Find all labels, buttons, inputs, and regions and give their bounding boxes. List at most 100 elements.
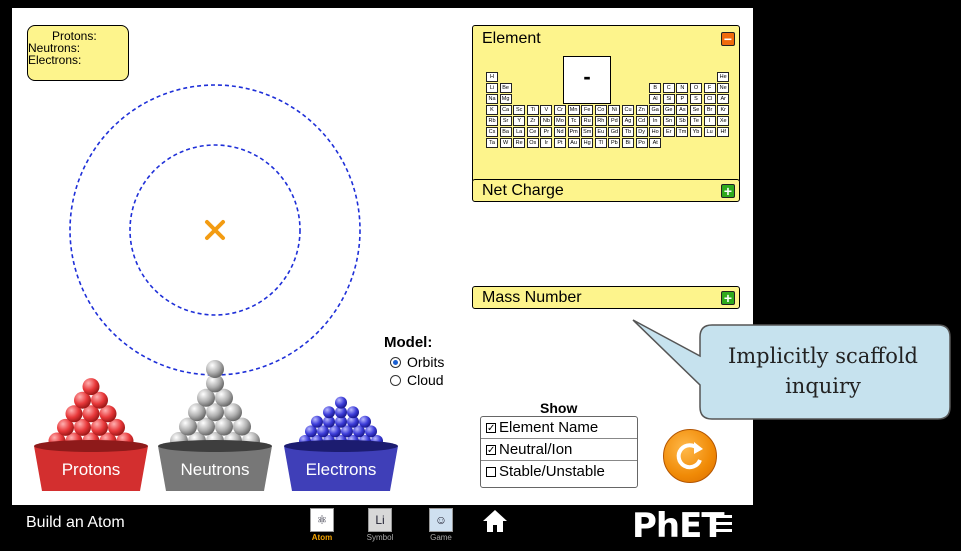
element-cell: Pd (608, 116, 621, 126)
electron-bucket (284, 446, 398, 491)
net-charge-panel[interactable]: Net Charge + (472, 179, 740, 202)
model-option-cloud[interactable]: Cloud (384, 371, 444, 389)
collapse-minus-icon[interactable]: − (721, 32, 735, 46)
element-cell: Fe (581, 105, 594, 115)
game-tab-icon: ☺ (429, 508, 453, 532)
element-cell: N (676, 83, 689, 93)
element-cell: Rb (486, 116, 498, 126)
show-label: Show (540, 400, 578, 416)
particle-ball (311, 415, 323, 428)
neutron-bucket (158, 446, 272, 491)
element-cell: Sm (581, 127, 594, 137)
element-cell: Ag (622, 116, 634, 126)
proton-bucket (34, 446, 148, 491)
element-cell: Ca (499, 105, 512, 115)
expand-plus-icon[interactable]: + (721, 184, 735, 198)
element-cell: Sr (499, 116, 512, 126)
element-cell: Ga (649, 105, 662, 115)
expand-plus-icon[interactable]: + (721, 291, 735, 305)
atom-tab-icon: ⚛ (310, 508, 334, 532)
show-stable-unstable[interactable]: Stable/Unstable (481, 461, 637, 483)
element-cell: Mg (499, 94, 512, 104)
show-element-name[interactable]: ✓ Element Name (481, 417, 637, 439)
mass-number-panel[interactable]: Mass Number + (472, 286, 740, 309)
particle-ball (91, 418, 108, 436)
particle-ball (197, 417, 215, 436)
particle-ball (91, 391, 108, 409)
element-cell: Bi (622, 138, 634, 148)
element-cell: Ti (526, 105, 539, 115)
tab-game[interactable]: ☺ Game (421, 508, 461, 542)
element-cell: Ru (581, 116, 594, 126)
particle-ball (323, 415, 335, 428)
particle-counts-box: Protons: Neutrons: Electrons: (27, 25, 129, 81)
element-cell: Xe (717, 116, 730, 126)
particle-ball (353, 425, 365, 438)
element-cell: Tl (594, 138, 607, 148)
element-cell: Cu (622, 105, 634, 115)
particle-ball (335, 415, 347, 428)
element-cell: Lu (703, 127, 716, 137)
particle-ball (329, 425, 341, 438)
element-cell: Po (635, 138, 648, 148)
element-cell: Cs (486, 127, 498, 137)
particle-ball (224, 403, 242, 422)
particle-ball (57, 418, 74, 436)
particle-ball (206, 403, 224, 422)
element-cell: Zn (635, 105, 648, 115)
model-option-label: Orbits (407, 354, 445, 370)
element-cell: O (690, 83, 702, 93)
element-cell: Nd (554, 127, 566, 137)
particle-ball (347, 406, 359, 419)
element-cell: La (513, 127, 526, 137)
element-cell: Cd (635, 116, 648, 126)
element-cell: Pm (567, 127, 580, 137)
radio-unselected-icon[interactable] (390, 374, 401, 386)
particle-ball (65, 405, 83, 423)
particle-ball (335, 406, 347, 419)
electrons-count-label: Electrons: (28, 53, 82, 67)
checkbox-empty-icon[interactable] (486, 467, 496, 477)
show-neutral-ion[interactable]: ✓ Neutral/Ion (481, 439, 637, 461)
element-cell: K (486, 105, 498, 115)
element-cell: Sb (676, 116, 689, 126)
radio-selected-icon[interactable] (390, 356, 401, 368)
element-cell: Au (567, 138, 580, 148)
model-selector: Model: Orbits Cloud (384, 334, 444, 389)
reset-arrow-icon (676, 442, 703, 470)
element-cell: Sn (662, 116, 675, 126)
checkbox-checked-icon[interactable]: ✓ (486, 422, 496, 434)
element-cell: Mo (554, 116, 566, 126)
checkbox-checked-icon[interactable]: ✓ (486, 444, 496, 456)
element-cell: Kr (717, 105, 730, 115)
element-cell: W (499, 138, 512, 148)
element-cell: Li (486, 83, 498, 93)
element-cell: Ni (608, 105, 621, 115)
particle-ball (206, 360, 224, 378)
tab-atom[interactable]: ⚛ Atom (302, 508, 342, 542)
phet-logo[interactable]: PhET (632, 506, 725, 546)
element-cell: Hg (581, 138, 594, 148)
tab-label: Atom (311, 533, 333, 542)
element-cell: Cl (703, 94, 716, 104)
tab-symbol[interactable]: Li Symbol (360, 508, 400, 542)
particle-ball (305, 425, 317, 438)
element-cell: Ba (499, 127, 512, 137)
particle-ball (74, 418, 91, 436)
electrons-bucket-label: Electrons (305, 460, 377, 479)
nucleus-center-marker (205, 220, 225, 240)
home-icon[interactable] (481, 508, 509, 534)
reset-all-button[interactable] (663, 429, 717, 483)
element-panel-title: Element (482, 30, 541, 47)
hamburger-menu-icon[interactable] (712, 515, 732, 536)
element-cell: Os (526, 138, 539, 148)
element-cell: As (676, 105, 689, 115)
protons-count-label: Protons: (52, 29, 97, 43)
particle-buckets (34, 360, 398, 491)
element-cell: Be (499, 83, 512, 93)
element-cell: Er (662, 127, 675, 137)
model-option-orbits[interactable]: Orbits (384, 353, 444, 371)
element-cell: Na (486, 94, 498, 104)
element-cell: He (717, 72, 730, 82)
